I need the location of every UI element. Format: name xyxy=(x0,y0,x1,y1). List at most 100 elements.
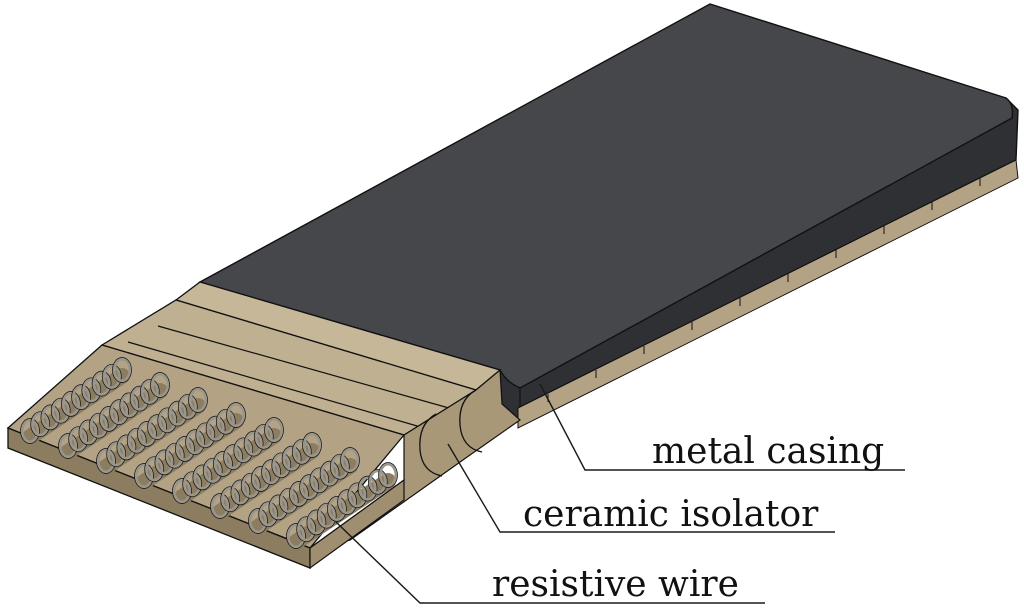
coil-loop-outline xyxy=(233,437,254,464)
coil-loop xyxy=(40,404,60,430)
coil-loop-outline xyxy=(281,445,302,472)
coil-loop xyxy=(127,428,147,454)
coil-loop-outline xyxy=(240,472,261,499)
coil-loop xyxy=(268,494,288,520)
coil-loop xyxy=(92,371,112,397)
coil-loop xyxy=(241,473,261,499)
coil-loop xyxy=(154,449,174,475)
ceramic-base-side xyxy=(309,478,405,570)
coil-loop-outline xyxy=(177,393,198,420)
ceramic-slot-line-2 xyxy=(127,341,425,429)
coil-loop xyxy=(182,471,202,497)
coil-loop-outline xyxy=(116,434,137,461)
coil-loop xyxy=(51,398,71,424)
coil-loop-outline xyxy=(316,502,337,529)
coil-loop-outline xyxy=(202,457,223,484)
label-ceramic-isolator: ceramic isolator xyxy=(523,494,819,535)
coil-loop xyxy=(286,523,306,549)
coil-loop-outline xyxy=(157,407,178,434)
coil-loop xyxy=(306,509,326,535)
coil-loop-outline xyxy=(78,419,99,446)
coil-loop-outline xyxy=(188,387,208,413)
coil-loop-outline xyxy=(144,456,165,483)
coil-loop-outline xyxy=(296,516,317,543)
coil-loop xyxy=(71,384,91,410)
coil-loop-outline xyxy=(220,486,241,513)
coil-loop-outline xyxy=(112,357,132,383)
coil-loop-outline xyxy=(172,478,192,504)
coil-loop xyxy=(320,461,340,487)
coil-loop-outline xyxy=(340,447,360,473)
coil-loop xyxy=(192,464,212,490)
coil-loop xyxy=(226,402,246,428)
coil-loop-outline xyxy=(150,372,170,398)
coil-loop xyxy=(130,386,150,412)
coil-loop xyxy=(271,452,291,478)
coil-loop-outline xyxy=(251,466,271,492)
coil-loop-outline xyxy=(195,422,216,449)
coil-loop-outline xyxy=(253,423,274,450)
coil-loop-outline xyxy=(347,482,368,509)
coil-loop-outline xyxy=(261,459,281,485)
coil-loop-outline xyxy=(243,430,264,457)
coil-loop xyxy=(175,436,195,462)
coil-loop xyxy=(254,424,274,450)
coil-loop-outline xyxy=(289,481,309,507)
coil-loop-outline xyxy=(230,479,251,506)
coil-loop xyxy=(296,516,316,542)
coil-loop-outline xyxy=(61,391,81,417)
coil-loop-outline xyxy=(215,408,236,435)
coil-loop xyxy=(368,469,388,495)
ceramic-slot-line-1 xyxy=(157,325,457,411)
resistive-wire-coils xyxy=(20,357,398,550)
coil-loop xyxy=(20,418,40,444)
coil-loop xyxy=(330,454,350,480)
coil-loop xyxy=(289,481,309,507)
coil-loop-outline xyxy=(81,377,102,404)
coil-loop-outline xyxy=(258,501,279,528)
coil-loop xyxy=(109,399,129,425)
coil-loop-outline xyxy=(337,489,357,515)
coil-loop-outline xyxy=(106,441,127,468)
coil-loop xyxy=(96,448,116,474)
coil-loop xyxy=(157,407,177,433)
coil-loop xyxy=(168,401,188,427)
coil-loop-outline xyxy=(68,426,89,453)
coil-loop xyxy=(244,431,264,457)
coil-loop xyxy=(282,446,302,472)
leader-line-casing xyxy=(539,383,905,471)
coil-loop xyxy=(58,433,78,459)
coil-loop-outline xyxy=(126,427,147,454)
coil-loop xyxy=(144,456,164,482)
coil-loop-outline xyxy=(139,378,160,405)
coil-loop xyxy=(178,394,198,420)
coil-loop-outline xyxy=(319,460,340,487)
coil-loop-outline xyxy=(327,496,347,522)
coil-loop-outline xyxy=(205,415,226,442)
coil-loop xyxy=(137,421,157,447)
coil-loop xyxy=(261,459,281,485)
leader-line-isolator xyxy=(447,443,835,533)
coil-loop-outline xyxy=(329,453,350,480)
coil-loop-outline xyxy=(88,412,109,439)
coil-loop-outline xyxy=(30,411,51,438)
coil-loop-outline xyxy=(129,385,150,412)
ceramic-side-strip xyxy=(517,159,1019,429)
coil-loop-outline xyxy=(192,464,213,491)
coil-loop xyxy=(134,463,154,489)
coil-loop xyxy=(61,391,81,417)
coil-loop-outline xyxy=(286,523,306,549)
coil-loop-outline xyxy=(291,438,312,465)
coil-loop-outline xyxy=(271,452,292,479)
coil-loop-outline xyxy=(109,399,129,425)
coil-loop xyxy=(302,432,322,458)
coil-loop xyxy=(347,482,367,508)
coil-loop-outline xyxy=(357,475,378,502)
coil-loop xyxy=(206,416,226,442)
coil-loop-outline xyxy=(210,493,230,519)
coil-loop-outline xyxy=(264,417,284,443)
coil-loop xyxy=(112,357,132,383)
coil-loop xyxy=(150,372,170,398)
coil-loop-outline xyxy=(164,442,185,469)
coil-loop-outline xyxy=(101,363,122,390)
